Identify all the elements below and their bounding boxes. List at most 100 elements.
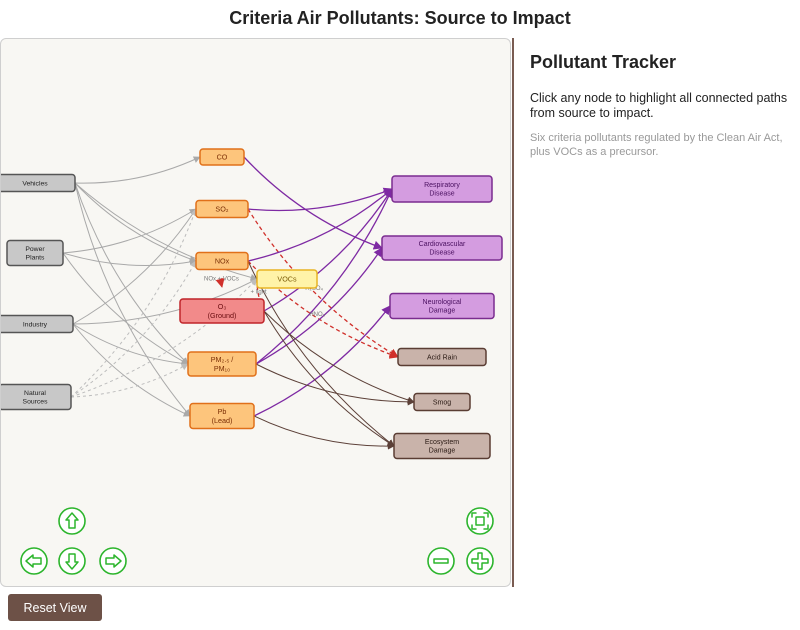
node-so2[interactable]: SO₂ <box>195 199 249 219</box>
node-co-label: CO <box>217 153 228 162</box>
node-pb[interactable]: Pb(Lead) <box>189 402 255 430</box>
edge-power-so2 <box>62 208 197 254</box>
node-vehicles-label: Vehicles <box>22 180 48 187</box>
node-pm-box <box>187 351 257 377</box>
node-vocs-label: VOCs <box>277 275 297 284</box>
edge-industry-pb <box>72 323 191 417</box>
zoom-out-button[interactable] <box>427 547 455 575</box>
node-cardio-label: Cardiovascular <box>419 241 466 248</box>
edge-so2-acid <box>247 208 399 358</box>
edge-natural-pm <box>70 363 189 398</box>
node-industry[interactable]: Industry <box>1 314 74 334</box>
edge-natural-so2 <box>70 208 198 398</box>
plus-icon <box>471 552 489 570</box>
node-smog[interactable]: Smog <box>413 392 471 412</box>
node-nox[interactable]: NOx <box>195 251 249 271</box>
panel-instructions: Click any node to highlight all connecte… <box>530 91 788 120</box>
node-natural-label: Natural <box>24 390 46 397</box>
node-vehicles[interactable]: Vehicles <box>1 173 76 193</box>
edge-labels-layer: NOx + VOCs + light H₂SO₄ HNO₃ <box>204 277 326 319</box>
node-power-box <box>6 239 64 267</box>
navigation-controls <box>20 507 494 575</box>
pan-right-button[interactable] <box>99 547 127 575</box>
edge-co-cardio <box>243 156 383 250</box>
node-cardio-box <box>381 235 503 261</box>
edge-nox-resp <box>247 188 393 262</box>
node-eco-label: Damage <box>429 448 456 455</box>
arrow-down-icon <box>65 553 79 570</box>
edge-label-vocs-o3: + light <box>250 289 267 295</box>
zoom-in-button[interactable] <box>466 547 494 575</box>
edge-power-nox <box>62 252 197 266</box>
edge-industry-so2 <box>72 208 197 325</box>
node-natural-label: Sources <box>23 399 49 406</box>
node-vocs[interactable]: VOCs <box>256 269 318 289</box>
node-so2-label: SO₂ <box>215 205 228 214</box>
edge-o3-eco <box>263 310 395 447</box>
node-natural-box <box>1 383 72 411</box>
node-eco-box <box>393 432 491 460</box>
node-nox-label: NOx <box>215 257 230 266</box>
edge-so2-resp <box>247 187 393 212</box>
edge-pm-cardio <box>255 247 383 365</box>
edge-vehicles-vocs <box>74 182 258 281</box>
pan-down-button[interactable] <box>58 547 86 575</box>
pan-up-button[interactable] <box>58 507 86 535</box>
node-resp-box <box>391 175 493 203</box>
edge-label-nox-o3: NOx + VOCs <box>204 277 239 283</box>
node-resp-label: Respiratory <box>424 182 460 189</box>
reset-view-button[interactable]: Reset View <box>8 594 102 621</box>
node-pm-label: PM₁₀ <box>214 364 230 373</box>
page-title: Criteria Air Pollutants: Source to Impac… <box>229 8 571 28</box>
node-smog-label: Smog <box>433 399 451 406</box>
node-power-label: Power <box>25 246 45 253</box>
fit-screen-icon <box>471 512 489 530</box>
node-vocs-box <box>256 269 318 289</box>
node-o3-label: (Ground) <box>208 311 237 320</box>
edge-natural-nox <box>70 260 197 398</box>
network-graph[interactable]: NOx + VOCs + light H₂SO₄ HNO₃ VehiclesPower… <box>1 39 511 587</box>
node-co-box <box>199 148 245 166</box>
fit-button[interactable] <box>466 507 494 535</box>
node-cardio-label: Disease <box>429 250 454 257</box>
node-acid[interactable]: Acid Rain <box>397 347 487 367</box>
pan-left-button[interactable] <box>20 547 48 575</box>
node-vehicles-box <box>1 173 76 193</box>
panel-heading: Pollutant Tracker <box>530 52 677 72</box>
info-panel: Pollutant Tracker Click any node to high… <box>530 52 790 159</box>
edge-nox-o3 <box>215 277 225 288</box>
node-acid-label: Acid Rain <box>427 354 457 361</box>
node-nox-box <box>195 251 249 271</box>
node-pb-box <box>189 402 255 430</box>
arrow-right-icon <box>105 554 122 568</box>
edge-industry-vocs <box>72 278 258 325</box>
edges-layer <box>62 156 415 450</box>
edge-pm-resp <box>255 188 393 365</box>
node-industry-box <box>1 314 74 334</box>
edge-power-pm <box>62 252 189 365</box>
edge-vehicles-pb <box>74 182 191 417</box>
edge-o3-smog <box>263 310 415 404</box>
node-acid-box <box>397 347 487 367</box>
edge-vehicles-pm <box>74 182 189 365</box>
node-power-label: Plants <box>26 255 45 262</box>
node-o3[interactable]: O₃(Ground) <box>179 298 265 324</box>
edge-label-nox-acid: HNO₃ <box>309 312 325 318</box>
node-co[interactable]: CO <box>199 148 245 166</box>
edge-label-so2-acid: H₂SO₄ <box>305 286 323 292</box>
node-eco-label: Ecosystem <box>425 439 459 446</box>
node-smog-box <box>413 392 471 412</box>
nodes-layer: VehiclesPowerPlantsIndustryNaturalSource… <box>1 148 503 460</box>
node-pm[interactable]: PM₂.₅ /PM₁₀ <box>187 351 257 377</box>
arrow-up-icon <box>65 512 79 529</box>
edge-o3-resp <box>263 188 393 312</box>
panel-divider <box>512 38 514 587</box>
panel-note: Six criteria pollutants regulated by the… <box>530 132 783 158</box>
